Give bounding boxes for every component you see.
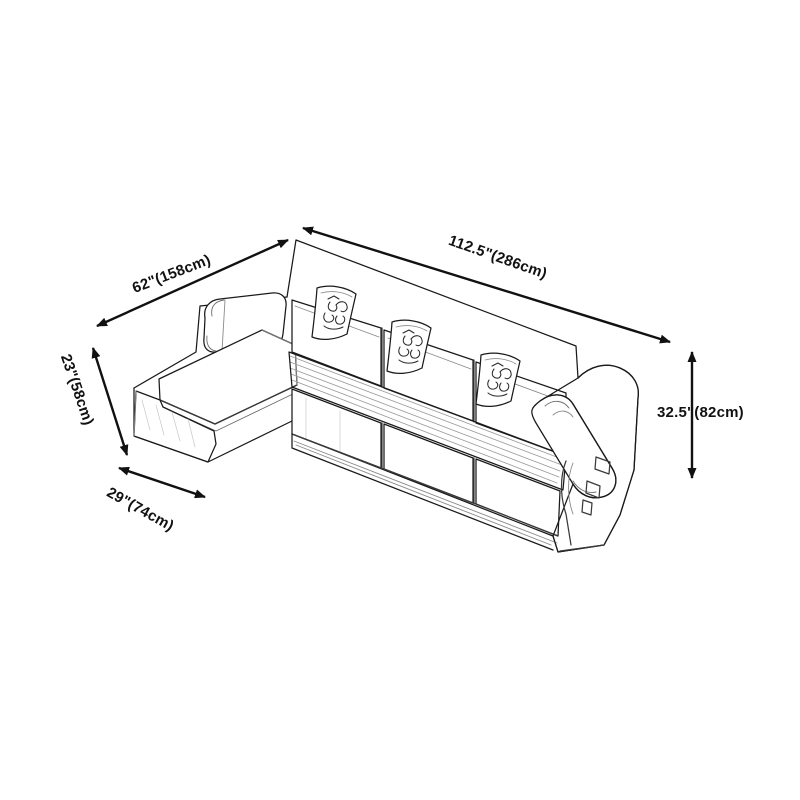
fabric-shading xyxy=(141,397,341,452)
seat-cushion-row xyxy=(291,388,561,544)
dimension-label-height: 32.5"(82cm) xyxy=(657,404,744,421)
throw-pillow-3 xyxy=(475,352,521,408)
dimension-line-chaise-depth xyxy=(118,466,206,499)
dimension-lines xyxy=(91,226,697,499)
dimension-line-depth xyxy=(96,238,289,328)
dimension-line-width xyxy=(302,226,671,344)
dimension-line-seat-height xyxy=(91,347,129,456)
back-rail-pleats xyxy=(289,355,563,484)
sofa-base-skirt xyxy=(291,433,554,551)
right-armrest xyxy=(531,364,639,553)
